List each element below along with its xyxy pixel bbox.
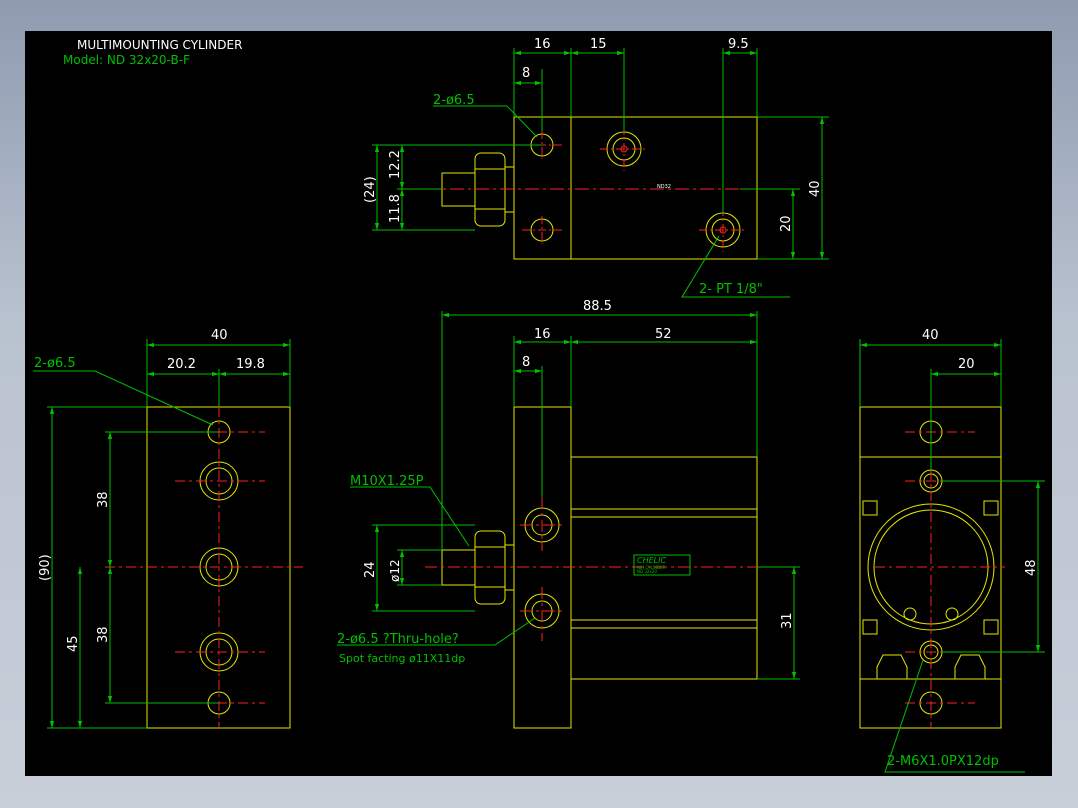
front-dim-24: 24 [363, 561, 378, 578]
top-dim-15: 15 [590, 37, 607, 52]
front-thread-label: M10X1.25P [350, 474, 424, 489]
drawing-sheet: MULTIMOUNTING CYLINDER Model: ND 32x20-B… [25, 31, 1052, 776]
top-dim-8: 8 [522, 66, 530, 81]
model-label: Model: ND 32x20-B-F [63, 53, 190, 67]
top-dim-12-2: 12.2 [388, 150, 403, 179]
front-dim-31: 31 [780, 612, 795, 629]
top-dim-24: (24) [363, 176, 378, 203]
top-dim-11-8: 11.8 [388, 194, 403, 223]
top-small-mark: ND32 [657, 184, 671, 190]
top-dim-9-5: 9.5 [728, 37, 749, 52]
left-dim-90: (90) [38, 554, 53, 581]
front-label-line2: ND 32x20 [637, 569, 657, 574]
top-view: ND32 [363, 37, 829, 298]
left-hole-label: 2-ø6.5 [34, 356, 76, 371]
left-dim-45: 45 [66, 635, 81, 652]
top-hole-label: 2-ø6.5 [433, 93, 475, 108]
top-dim-40: 40 [808, 180, 823, 197]
front-dim-88-5: 88.5 [583, 299, 612, 314]
right-view: 40 20 48 2-M6X1.0PX12dp [859, 328, 1045, 773]
top-body-main [570, 116, 758, 260]
right-dim-40: 40 [922, 328, 939, 343]
front-hole-note: 2-ø6.5 ?Thru-hole? [337, 632, 459, 647]
left-dim-19-8: 19.8 [236, 357, 265, 372]
right-tap-label: 2-M6X1.0PX12dp [887, 754, 999, 769]
left-dim-40: 40 [211, 328, 228, 343]
left-view: 40 20.2 19.8 2-ø6.5 (90) 45 38 38 [33, 328, 303, 729]
front-label-plate [633, 554, 691, 576]
front-spot-note: Spot facting ø11X11dp [339, 652, 465, 665]
front-dim-52: 52 [655, 327, 672, 342]
front-dim-8: 8 [522, 355, 530, 370]
drawing-title: MULTIMOUNTING CYLINDER [77, 38, 242, 52]
right-dim-48: 48 [1024, 559, 1039, 576]
top-dim-20: 20 [779, 215, 794, 232]
right-dim-20: 20 [958, 357, 975, 372]
front-brand: CHELIC [637, 556, 666, 565]
top-dim-16: 16 [534, 37, 551, 52]
left-dim-38-lower: 38 [96, 626, 111, 643]
front-dim-12: ø12 [388, 559, 402, 582]
front-dim-16: 16 [534, 327, 551, 342]
top-port-label: 2- PT 1/8" [699, 282, 763, 297]
left-dim-38-upper: 38 [96, 491, 111, 508]
front-label-line1: NIH CYLINDER [637, 565, 666, 570]
cad-drawing: MULTIMOUNTING CYLINDER Model: ND 32x20-B… [33, 37, 1045, 773]
front-barrel [570, 456, 758, 680]
left-dim-20-2: 20.2 [167, 357, 196, 372]
front-view: CHELIC NIH CYLINDER ND 32x20 88.5 [337, 299, 800, 729]
